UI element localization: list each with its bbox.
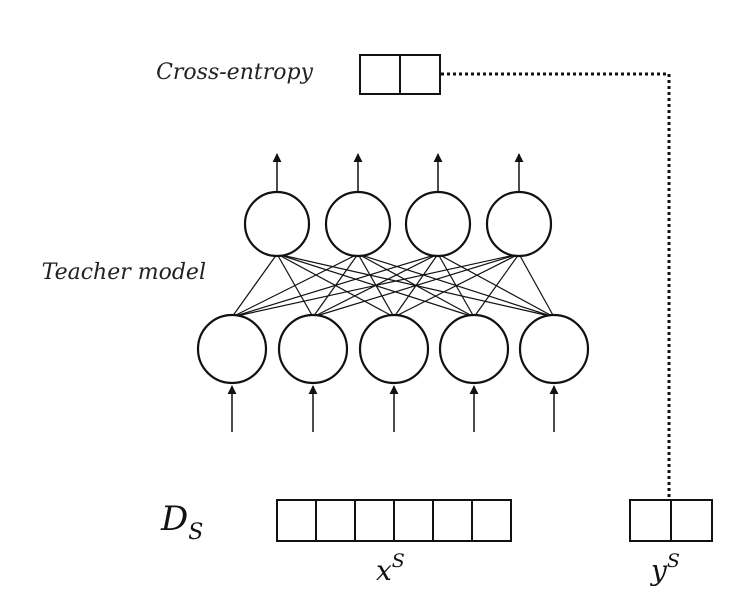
dataset-sub: S <box>188 520 203 545</box>
connection-edge <box>231 253 278 318</box>
input-vector-cell <box>354 499 395 542</box>
target-vector-cell <box>629 499 672 542</box>
input-neuron <box>438 313 510 385</box>
input-label: xS <box>376 550 405 587</box>
input-neuron <box>196 313 268 385</box>
target-main: y <box>649 554 668 587</box>
loss-vector-cell <box>399 54 441 95</box>
dataset-main: D <box>160 499 188 539</box>
dataset-label: DS <box>160 499 203 545</box>
target-vector-cell <box>670 499 713 542</box>
loss-target-connector <box>441 72 671 500</box>
output-neuron <box>485 190 553 258</box>
input-vector <box>276 499 512 542</box>
input-neuron <box>277 313 349 385</box>
output-neuron <box>324 190 392 258</box>
input-vector-cell <box>432 499 473 542</box>
loss-vector-cell <box>359 54 401 95</box>
loss-label: Cross-entropy <box>156 60 313 85</box>
connection-edge <box>276 253 395 318</box>
input-vector-cell <box>276 499 317 542</box>
input-neuron <box>358 313 430 385</box>
loss-vector <box>359 54 441 95</box>
arrows <box>227 153 559 432</box>
neurons <box>196 190 590 385</box>
connection-edge <box>276 253 555 318</box>
input-sup: S <box>392 550 405 572</box>
target-label: yS <box>649 550 680 587</box>
connection-edge <box>276 253 475 318</box>
neural-network <box>196 153 590 432</box>
target-vector <box>629 499 713 542</box>
output-neuron <box>243 190 311 258</box>
input-vector-cell <box>393 499 434 542</box>
target-sup: S <box>667 550 680 572</box>
input-vector-cell <box>471 499 512 542</box>
output-neuron <box>404 190 472 258</box>
connection-edge <box>437 253 555 318</box>
input-vector-cell <box>315 499 356 542</box>
connections <box>231 253 555 318</box>
input-neuron <box>518 313 590 385</box>
model-label: Teacher model <box>42 260 206 285</box>
connection-edge <box>357 253 555 318</box>
input-main: x <box>376 554 392 587</box>
connection-edge <box>518 253 555 318</box>
connection-edge <box>276 253 314 318</box>
